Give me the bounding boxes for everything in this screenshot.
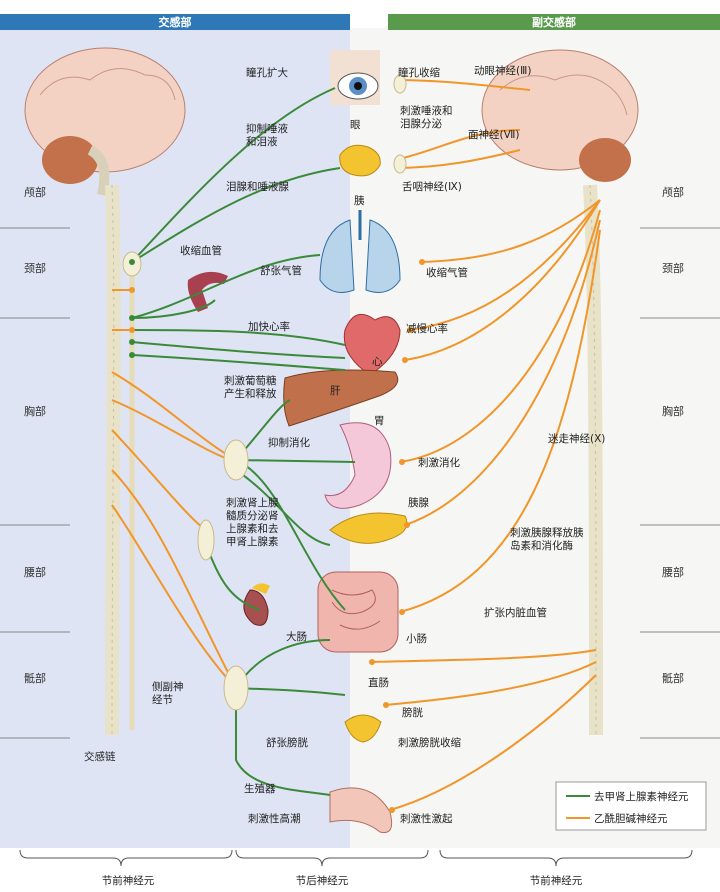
region-label-right-cranial: 颅部	[662, 185, 684, 199]
region-label-left-lumbar: 腰部	[24, 565, 46, 579]
label-pancreas: 胰腺	[408, 496, 429, 509]
label-dilate-visceral-vessels: 扩张内脏血管	[484, 606, 547, 619]
label-facial-nerve: 面神经(Ⅶ)	[468, 128, 519, 141]
sympathetic-header	[0, 14, 350, 30]
label-stomach: 胃	[374, 415, 385, 427]
label-stimulate-erection: 刺激性激起	[400, 812, 453, 825]
region-label-left-cranial: 颅部	[24, 185, 46, 199]
footer-preganglionic-right: 节前神经元	[530, 874, 583, 887]
label-dilate-bronchi: 舒张气管	[260, 264, 302, 277]
region-label-left-thoracic: 胸部	[24, 404, 46, 418]
footer-preganglionic-left: 节前神经元	[102, 874, 155, 887]
region-label-right-cervical: 颈部	[662, 261, 684, 275]
label-oculomotor-nerve: 动眼神经(Ⅲ)	[474, 64, 531, 77]
label-pancreas-small: 胰	[354, 194, 365, 207]
label-heart: 心	[372, 356, 383, 368]
sympathetic-postganglionic-fibres	[131, 87, 356, 796]
label-bladder: 膀胱	[402, 706, 423, 719]
stomach-illustration	[324, 422, 392, 509]
region-label-right-thoracic: 胸部	[662, 404, 684, 418]
legend-norepinephrine-label: 去甲肾上腺素神经元	[594, 790, 689, 803]
label-small-intestine: 小肠	[406, 633, 427, 645]
region-label-left-cervical: 颈部	[24, 261, 46, 275]
intestines-illustration	[317, 571, 399, 653]
label-sympathetic-chain: 交感链	[84, 750, 116, 763]
label-contract-bladder: 刺激膀胱收缩	[398, 736, 461, 749]
label-adrenal-medulla: 刺激肾上腺髓质分泌肾上腺素和去甲肾上腺素	[226, 496, 279, 548]
label-lacrimal-salivary: 泪腺和唾液腺	[226, 180, 289, 193]
legend-acetylcholine-label: 乙酰胆碱神经元	[594, 812, 668, 825]
lungs-illustration	[319, 210, 401, 293]
label-pancreas-release: 刺激胰腺释放胰岛素和消化酶	[510, 526, 584, 552]
bladder-illustration	[344, 714, 382, 743]
label-vagus-nerve: 迷走神经(Ⅹ)	[548, 432, 605, 445]
sympathetic-header-label: 交感部	[159, 15, 192, 29]
region-label-right-lumbar: 腰部	[662, 565, 684, 579]
label-liver: 肝	[330, 385, 341, 397]
left-brain	[24, 47, 186, 197]
region-label-right-sacral: 骶部	[662, 671, 684, 685]
preganglionic-fibres	[111, 79, 601, 811]
label-collateral-ganglion: 侧副神经节	[152, 680, 184, 706]
legend: 去甲肾上腺素神经元 乙酰胆碱神经元	[555, 781, 707, 831]
label-pupil-dilation: 瞳孔扩大	[246, 66, 288, 79]
label-relax-bladder: 舒张膀胱	[266, 736, 308, 749]
salivary-gland-illustration	[339, 144, 381, 177]
left-spinal-cord	[105, 184, 121, 736]
label-increase-heart-rate: 加快心率	[248, 320, 290, 333]
label-glucose-release: 刺激葡萄糖产生和释放	[224, 374, 277, 400]
label-stimulate-orgasm: 刺激性高潮	[248, 812, 301, 825]
footer-braces	[19, 849, 693, 867]
label-large-intestine: 大肠	[286, 630, 307, 643]
heart-illustration	[343, 313, 401, 376]
genital-illustration	[329, 787, 393, 834]
label-eye: 眼	[350, 119, 361, 131]
label-constrict-vessels: 收缩血管	[180, 244, 222, 257]
label-inhibit-saliva: 抑制唾液和泪液	[246, 122, 288, 148]
label-inhibit-digestion: 抑制消化	[268, 436, 310, 449]
eye-illustration	[330, 50, 380, 105]
label-constrict-bronchi: 收缩气管	[426, 266, 468, 279]
region-label-left-sacral: 骶部	[24, 671, 46, 685]
label-stimulate-saliva: 刺激唾液和泪腺分泌	[400, 104, 453, 130]
parasympathetic-header-label: 副交感部	[532, 15, 576, 29]
label-pupil-constriction: 瞳孔收缩	[398, 66, 440, 79]
right-brain	[481, 49, 639, 182]
label-stimulate-digestion: 刺激消化	[418, 456, 460, 469]
parasympathetic-header	[388, 14, 720, 30]
blood-vessel-illustration	[187, 271, 228, 312]
footer-postganglionic: 节后神经元	[296, 874, 349, 887]
label-rectum: 直肠	[368, 676, 389, 689]
label-genitals: 生殖器	[244, 782, 276, 795]
label-slow-heart-rate: 减慢心率	[406, 322, 448, 335]
label-glossopharyngeal-nerve: 舌咽神经(Ⅸ)	[402, 180, 462, 193]
